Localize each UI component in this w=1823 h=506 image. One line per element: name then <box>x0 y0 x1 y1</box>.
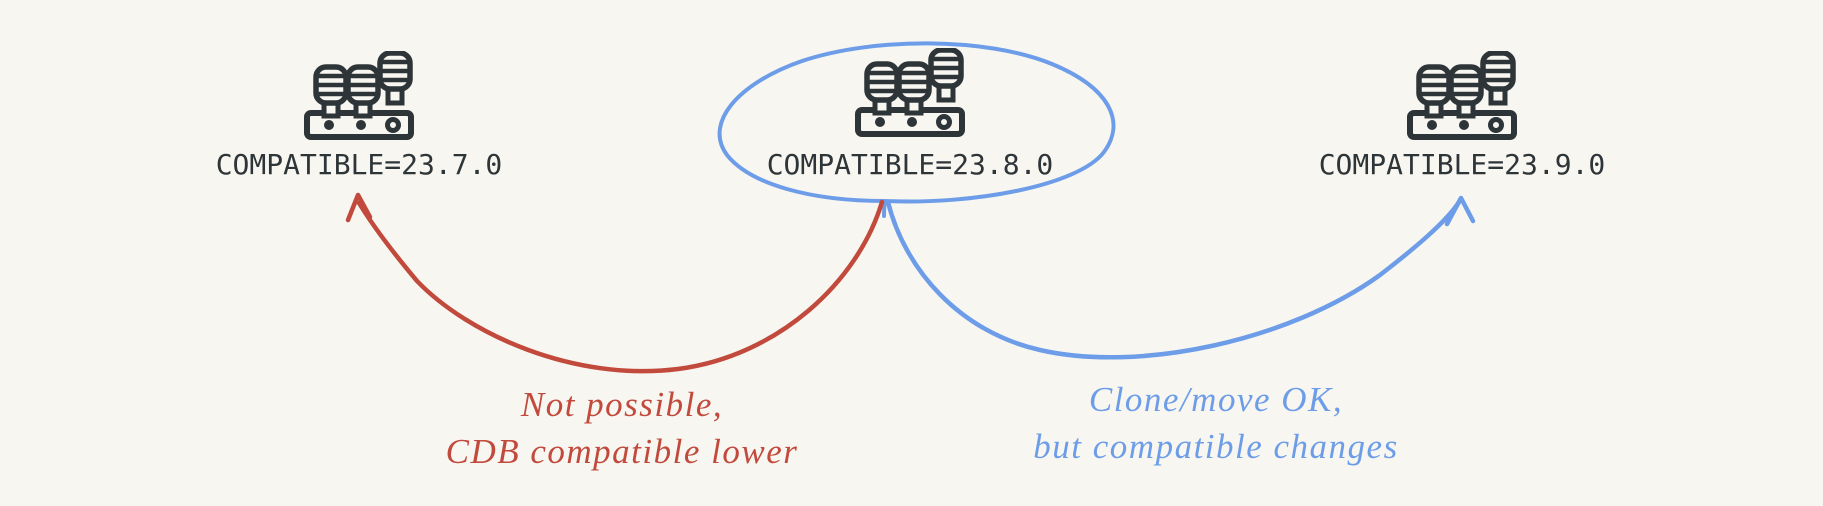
database-cluster-icon <box>303 51 415 141</box>
compatible-label-23-8: COMPATIBLE=23.8.0 <box>766 148 1054 181</box>
compatible-label-23-9: COMPATIBLE=23.9.0 <box>1318 148 1606 181</box>
database-cluster-icon <box>854 48 966 138</box>
blue-arrow-caption: Clone/move OK, but compatible changes <box>946 376 1486 470</box>
red-arrow-caption: Not possible, CDB compatible lower <box>362 381 882 475</box>
database-cluster-icon <box>1406 51 1518 141</box>
node-cdb-23-8 <box>854 48 966 138</box>
node-cdb-23-7 <box>303 51 415 141</box>
highlight-ellipse <box>717 41 1116 218</box>
red-arrow <box>345 192 885 374</box>
red-caption-line2: CDB compatible lower <box>445 432 799 471</box>
blue-caption-line1: Clone/move OK, <box>1088 380 1344 419</box>
red-caption-line1: Not possible, <box>520 385 724 424</box>
node-cdb-23-9 <box>1406 51 1518 141</box>
blue-caption-line2: but compatible changes <box>1033 427 1399 466</box>
compatible-label-23-7: COMPATIBLE=23.7.0 <box>215 148 503 181</box>
blue-arrow <box>885 195 1476 360</box>
